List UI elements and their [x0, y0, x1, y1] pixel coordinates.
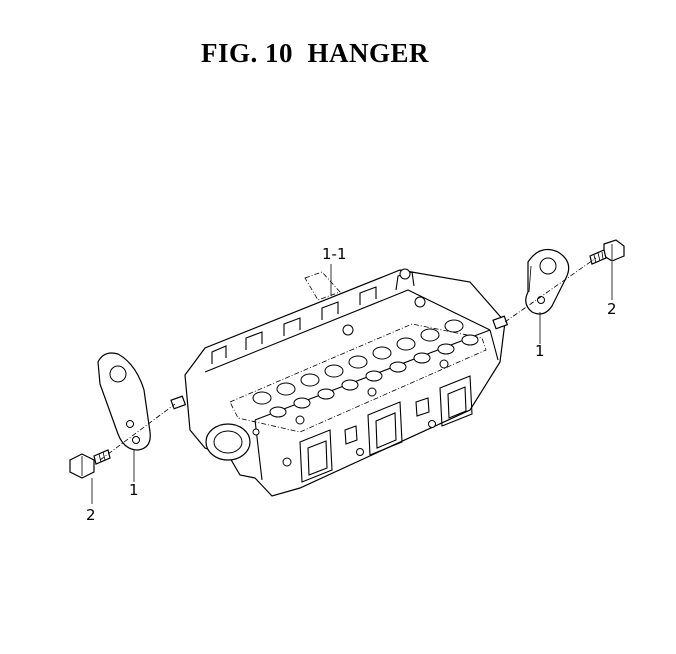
cylinder-head — [170, 268, 509, 497]
assembly-centerlines — [99, 257, 597, 461]
bolt-left — [69, 449, 111, 479]
hanger-left — [97, 352, 151, 451]
valve-seats — [252, 296, 479, 425]
leader-lines — [91, 262, 613, 504]
hanger-right — [525, 249, 570, 315]
callout-cylinder-head: 1-1 — [322, 245, 347, 263]
figure-title: FIG. 10 HANGER — [200, 38, 429, 68]
callout-bolt-right: 2 — [607, 300, 617, 318]
bolt-right — [589, 239, 625, 265]
callout-hanger-right: 1 — [535, 342, 545, 360]
callout-hanger-left: 1 — [129, 481, 139, 499]
callout-bolt-left: 2 — [86, 506, 96, 524]
